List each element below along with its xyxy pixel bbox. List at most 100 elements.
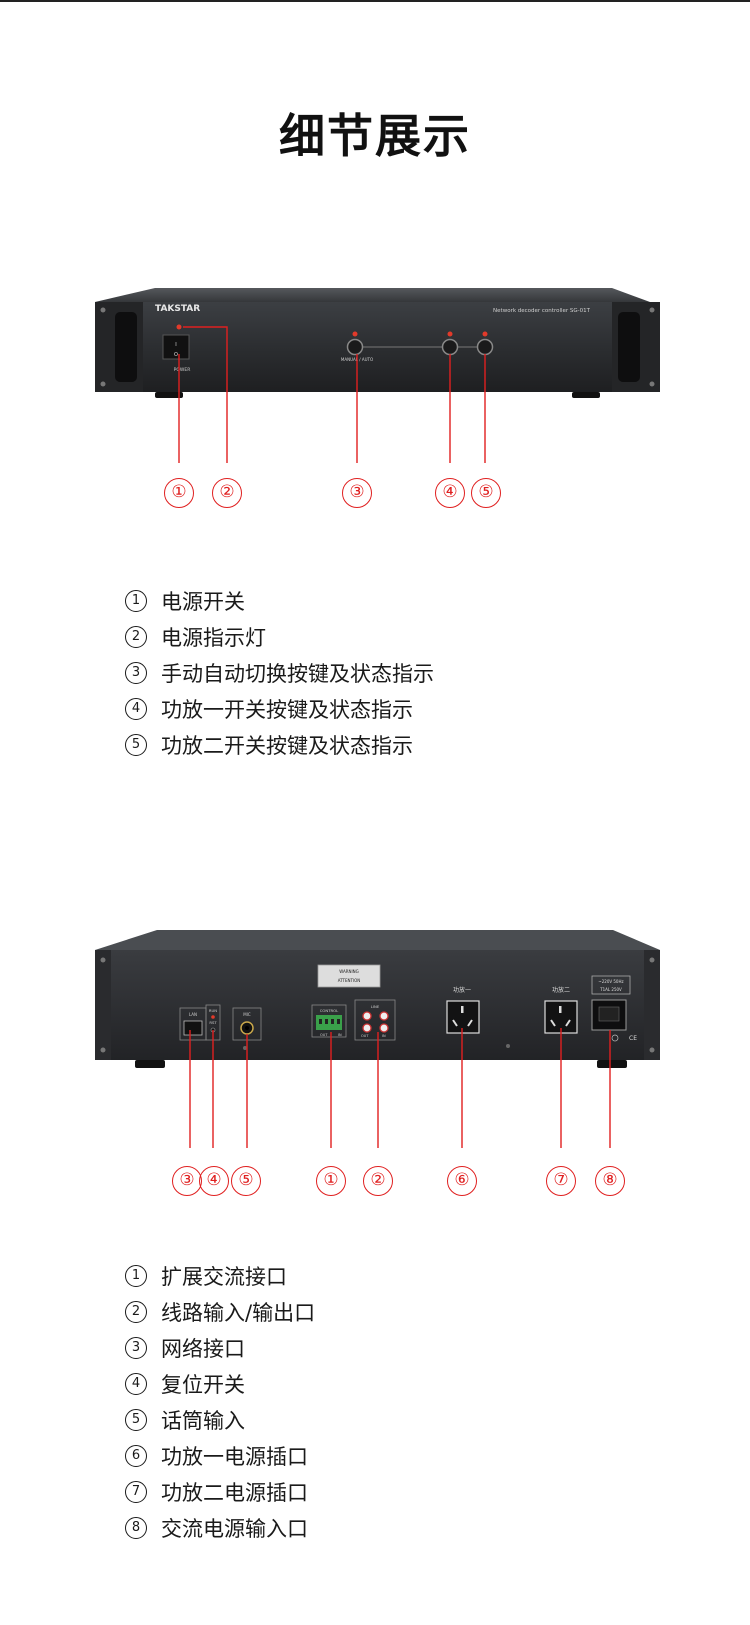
legend-number: 4 bbox=[125, 1373, 147, 1395]
rear-callout-3: ③ bbox=[172, 1166, 202, 1196]
legend-number: 1 bbox=[125, 590, 147, 612]
legend-text: 电源开关 bbox=[161, 590, 245, 614]
amp2-led bbox=[482, 331, 488, 337]
legend-number: 2 bbox=[125, 626, 147, 648]
legend-item: 7 功放二电源插口 bbox=[125, 1474, 315, 1510]
legend-number: 5 bbox=[125, 1409, 147, 1431]
line-in-label: IN bbox=[382, 1034, 386, 1038]
rear-callout-6: ⑥ bbox=[447, 1166, 477, 1196]
amp1-label: 功放一 bbox=[453, 986, 471, 994]
warning-label: WARNING bbox=[339, 969, 359, 974]
legend-text: 手动自动切换按键及状态指示 bbox=[161, 662, 434, 686]
legend-item: 3 网络接口 bbox=[125, 1330, 315, 1366]
control-terminal-block[interactable] bbox=[316, 1015, 342, 1030]
front-callout-lines bbox=[178, 326, 486, 463]
rear-top-lid bbox=[95, 930, 660, 950]
legend-item: 5 功放二开关按键及状态指示 bbox=[125, 727, 434, 763]
power-rating-1: ~220V 50Hz bbox=[598, 979, 623, 984]
amp2-label: 功放二 bbox=[552, 986, 570, 994]
legend-number: 7 bbox=[125, 1481, 147, 1503]
legend-item: 1 扩展交流接口 bbox=[125, 1258, 315, 1294]
legend-item: 2 电源指示灯 bbox=[125, 619, 434, 655]
legend-number: 6 bbox=[125, 1445, 147, 1467]
mic-label: MIC bbox=[243, 1012, 251, 1017]
front-callout-1: ① bbox=[164, 478, 194, 508]
left-handle bbox=[115, 312, 137, 382]
legend-text: 扩展交流接口 bbox=[161, 1265, 287, 1289]
line-in-jack-top[interactable] bbox=[379, 1011, 389, 1021]
front-top-lid bbox=[95, 288, 650, 302]
legend-number: 3 bbox=[125, 662, 147, 684]
warning-sticker bbox=[317, 964, 381, 988]
legend-text: 功放二电源插口 bbox=[161, 1481, 308, 1505]
amp1-power-outlet[interactable] bbox=[446, 1000, 480, 1034]
legend-item: 4 功放一开关按键及状态指示 bbox=[125, 691, 434, 727]
front-callout-2: ② bbox=[212, 478, 242, 508]
brand-logo: TAKSTAR bbox=[155, 304, 200, 314]
line-label: LINE bbox=[371, 1004, 380, 1009]
line-out-jack-top[interactable] bbox=[362, 1011, 372, 1021]
legend-item: 4 复位开关 bbox=[125, 1366, 315, 1402]
legend-text: 复位开关 bbox=[161, 1373, 245, 1397]
legend-item: 1 电源开关 bbox=[125, 583, 434, 619]
rear-legend-list: 1 扩展交流接口 2 线路输入/输出口 3 网络接口 4 复位开关 5 话筒输入 6 功放一… bbox=[125, 1258, 315, 1546]
control-out-label: OUT bbox=[320, 1033, 328, 1037]
power-label: POWER bbox=[174, 367, 191, 373]
right-handle bbox=[618, 312, 640, 382]
rear-callout-5: ⑤ bbox=[231, 1166, 261, 1196]
legend-item: 8 交流电源输入口 bbox=[125, 1510, 315, 1546]
legend-item: 5 话筒输入 bbox=[125, 1402, 315, 1438]
page-title: 细节展示 bbox=[279, 109, 471, 163]
legend-number: 5 bbox=[125, 734, 147, 756]
legend-text: 交流电源输入口 bbox=[161, 1517, 308, 1541]
legend-number: 4 bbox=[125, 698, 147, 720]
rear-callout-2: ② bbox=[363, 1166, 393, 1196]
svg-text:O: O bbox=[174, 352, 178, 358]
legend-text: 网络接口 bbox=[161, 1337, 245, 1361]
legend-item: 3 手动自动切换按键及状态指示 bbox=[125, 655, 434, 691]
lan-label: LAN bbox=[189, 1012, 197, 1017]
legend-item: 6 功放一电源插口 bbox=[125, 1438, 315, 1474]
legend-text: 电源指示灯 bbox=[161, 626, 266, 650]
legend-text: 话筒输入 bbox=[161, 1409, 245, 1433]
rear-callout-8: ⑧ bbox=[595, 1166, 625, 1196]
power-switch[interactable] bbox=[162, 334, 190, 360]
power-rating-2: T1AL 250V bbox=[599, 987, 622, 992]
legend-number: 8 bbox=[125, 1517, 147, 1539]
run-label: RUN bbox=[209, 1008, 217, 1013]
line-in-jack-bottom[interactable] bbox=[379, 1023, 389, 1033]
amp1-button[interactable] bbox=[441, 338, 459, 356]
front-callout-4: ④ bbox=[435, 478, 465, 508]
legend-number: 3 bbox=[125, 1337, 147, 1359]
amp1-led bbox=[447, 331, 453, 337]
amp2-button[interactable] bbox=[476, 338, 494, 356]
legend-item: 2 线路输入/输出口 bbox=[125, 1294, 315, 1330]
rear-callout-1: ① bbox=[316, 1166, 346, 1196]
model-label: Network decoder controller SG-01T bbox=[493, 308, 591, 314]
svg-text:I: I bbox=[175, 342, 176, 348]
legend-text: 线路输入/输出口 bbox=[161, 1301, 316, 1325]
front-foot-left bbox=[155, 392, 183, 398]
legend-text: 功放一电源插口 bbox=[161, 1445, 308, 1469]
legend-number: 1 bbox=[125, 1265, 147, 1287]
rear-panel-image: WARNING ATTENTION LAN RUN RST MIC CONTRO… bbox=[95, 930, 660, 1148]
front-callout-3: ③ bbox=[342, 478, 372, 508]
control-in-label: IN bbox=[338, 1033, 342, 1037]
front-legend-list: 1 电源开关 2 电源指示灯 3 手动自动切换按键及状态指示 4 功放一开关按键及状态指… bbox=[125, 583, 434, 763]
front-callout-5: ⑤ bbox=[471, 478, 501, 508]
run-led bbox=[211, 1015, 215, 1019]
line-out-label: OUT bbox=[361, 1034, 369, 1038]
legend-text: 功放二开关按键及状态指示 bbox=[161, 734, 413, 758]
svg-text:CE: CE bbox=[629, 1035, 637, 1042]
front-foot-right bbox=[572, 392, 600, 398]
legend-number: 2 bbox=[125, 1301, 147, 1323]
manual-auto-button[interactable] bbox=[346, 338, 364, 356]
line-out-jack-bottom[interactable] bbox=[362, 1023, 372, 1033]
attention-label: ATTENTION bbox=[338, 978, 361, 983]
rst-label: RST bbox=[209, 1020, 217, 1025]
lan-port[interactable] bbox=[183, 1020, 203, 1036]
legend-text: 功放一开关按键及状态指示 bbox=[161, 698, 413, 722]
rear-callout-4: ④ bbox=[199, 1166, 229, 1196]
front-panel-image: TAKSTAR Network decoder controller SG-01… bbox=[95, 288, 660, 463]
rear-callout-lines bbox=[189, 1028, 611, 1148]
